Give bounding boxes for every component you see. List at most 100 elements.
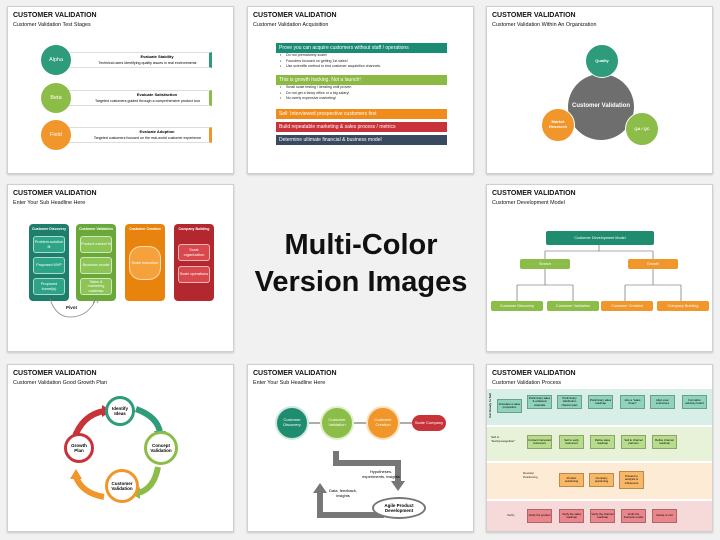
slide-subtitle: Customer Development Model: [492, 200, 565, 206]
column-item: Sales & marketing roadmap: [80, 278, 112, 295]
band-label: Sell to "Earlyevangelists": [491, 435, 515, 443]
validation-box: Customer Validation: [547, 301, 599, 311]
list-item: Do not prematurely scale!: [278, 53, 448, 59]
slide-thumb-organization[interactable]: CUSTOMER VALIDATION Customer Validation …: [486, 6, 713, 174]
acq-bar-5: Determine ultimate financial & business …: [276, 135, 447, 145]
building-box: Company Building: [657, 301, 709, 311]
field-head: Evaluate Adoption: [139, 129, 175, 134]
column-head: Customer Validation: [79, 227, 113, 231]
column-item: Business model: [80, 257, 112, 274]
process-box: Contact interested customers: [527, 435, 552, 449]
scale-company-pill: Scale Company: [412, 415, 446, 431]
process-box: Verify the channel roadmap: [590, 509, 615, 523]
process-box: Product positioning: [559, 473, 584, 487]
discovery-box: Customer Discovery: [491, 301, 543, 311]
column-item: Scale execution: [129, 246, 161, 280]
search-box: Search: [520, 259, 570, 269]
column-head: Customer Creation: [129, 227, 161, 231]
quality-circle: Quality: [585, 44, 619, 78]
field-circle: Field: [41, 120, 71, 150]
pivot-loop-arrow: [49, 298, 99, 318]
column-head: Company Building: [178, 227, 210, 231]
band-positioning: Develop Positioning Product positioning …: [487, 463, 712, 499]
beta-head: Evaluate Satisfaction: [136, 92, 178, 97]
slide-subtitle: Enter Your Sub Headline Here: [13, 200, 86, 206]
hypotheses-note: Hypotheses, experiments, insights: [362, 469, 400, 479]
process-box: Articulate a value proposition: [497, 399, 522, 413]
slide-thumb-development-model[interactable]: CUSTOMER VALIDATION Customer Development…: [486, 184, 713, 352]
slide-subtitle: Customer Validation Process: [492, 380, 562, 386]
beta-box: Evaluate Satisfaction Targeted customers…: [66, 90, 212, 106]
slide-thumb-growth-plan[interactable]: CUSTOMER VALIDATION Customer Validation …: [7, 364, 234, 532]
slide-thumb-agile[interactable]: CUSTOMER VALIDATION Enter Your Sub Headl…: [247, 364, 474, 532]
field-box: Evaluate Adoption Targeted customers foc…: [66, 127, 212, 143]
band-label: Verify: [507, 513, 515, 517]
hero-line-2: Version Images: [254, 266, 468, 298]
concept-validation-step: Concept Validation: [144, 431, 178, 465]
column-head: Customer Discovery: [31, 227, 67, 231]
band-sell-early: Sell to "Earlyevangelists" Contact inter…: [487, 427, 712, 461]
slide-subtitle: Customer Validation Within An Organizati…: [492, 22, 597, 28]
hero-line-1: Multi-Color: [284, 229, 438, 261]
band-verify: Verify Verify the product Verify the sal…: [487, 501, 712, 531]
process-box: Refine sales roadmap: [590, 435, 615, 449]
process-box: Refine channel roadmap: [652, 435, 677, 449]
column-item: Proposed funnel(s): [33, 278, 65, 295]
column-customer-creation: Customer Creation Scale execution: [125, 224, 165, 301]
agile-development-oval: Agile Product Development: [372, 497, 426, 519]
band-label: Get Ready to Sell: [488, 393, 492, 418]
process-box: Sell to early customers: [559, 435, 584, 449]
growth-plan-step: Growth Plan: [64, 433, 94, 463]
cycle-arrows: [70, 405, 166, 500]
pivot-label: Pivot: [66, 305, 78, 310]
center-circle: Customer Validation: [568, 74, 634, 140]
slide-title: CUSTOMER VALIDATION: [253, 370, 337, 377]
column-company-building: Company Building Scale organization Scal…: [174, 224, 214, 301]
slide-thumb-stages-columns[interactable]: CUSTOMER VALIDATION Enter Your Sub Headl…: [7, 184, 234, 352]
process-box: Verify the product: [527, 509, 552, 523]
acq-list-2: Small scale testing / iterating until pr…: [278, 85, 448, 102]
alpha-head: Evaluate Stability: [140, 54, 174, 59]
column-customer-discovery: Customer Discovery Problem-solution fit …: [29, 224, 69, 301]
process-box: Formalize advisory board: [682, 395, 707, 409]
column-customer-validation: Customer Validation Product market fit B…: [76, 224, 116, 301]
slide-thumb-validation-process[interactable]: CUSTOMER VALIDATION Customer Validation …: [486, 364, 713, 532]
column-item: Product market fit: [80, 236, 112, 253]
acq-bar-2: This is growth hacking. Not a launch!: [276, 75, 447, 85]
process-box: Verify the sales roadmap: [559, 509, 584, 523]
process-box: Company positioning: [589, 473, 614, 487]
column-item: Proposed MVP: [33, 257, 65, 274]
slide-thumb-test-stages[interactable]: CUSTOMER VALIDATION Customer Validation …: [7, 6, 234, 174]
creation-box: Customer Creation: [601, 301, 653, 311]
hero-title: Multi-Color Version Images: [247, 227, 475, 301]
model-root-box: Customer Development Model: [546, 231, 654, 245]
list-item: Do not get a fancy office or a big salar…: [278, 91, 448, 97]
customer-validation-step: Customer Validation: [105, 469, 139, 503]
tree-connectors: [516, 245, 682, 301]
process-box: Sell to channel partners: [621, 435, 646, 449]
list-item: Founders focused on getting 1st sales!: [278, 59, 448, 65]
column-item: Scale organization: [178, 244, 210, 261]
acq-list-1: Do not prematurely scale! Founders focus…: [278, 53, 448, 70]
slide-title: CUSTOMER VALIDATION: [492, 12, 576, 19]
slide-subtitle: Customer Validation Test Stages: [13, 22, 91, 28]
column-item: Scale operations: [178, 266, 210, 283]
process-box: Preliminary sales roadmap: [588, 395, 613, 409]
flow-connectors: [308, 422, 412, 518]
slide-title: CUSTOMER VALIDATION: [253, 12, 337, 19]
slide-title: CUSTOMER VALIDATION: [13, 190, 97, 197]
process-box: Iterate or exit: [652, 509, 677, 523]
acq-bar-3: Sell: Interviewed prospective customers …: [276, 109, 447, 119]
process-box: Present to analysts & influencers: [619, 471, 644, 489]
field-desc: Targeted customers focused on the real-w…: [93, 136, 202, 140]
slide-title: CUSTOMER VALIDATION: [13, 12, 97, 19]
slide-title: CUSTOMER VALIDATION: [492, 190, 576, 197]
alpha-desc: Technical users identifying quality issu…: [98, 61, 197, 65]
acq-bar-4: Build repeatable marketing & sales proce…: [276, 122, 447, 132]
process-box: Preliminary sales & collateral materials: [527, 395, 552, 409]
identify-ideas-step: Identify Ideas: [105, 396, 135, 426]
list-item: No overly expensive marketing!: [278, 96, 448, 102]
slide-thumb-acquisition[interactable]: CUSTOMER VALIDATION Customer Validation …: [247, 6, 474, 174]
data-feedback-note: Data, feedback, insights: [328, 488, 358, 498]
